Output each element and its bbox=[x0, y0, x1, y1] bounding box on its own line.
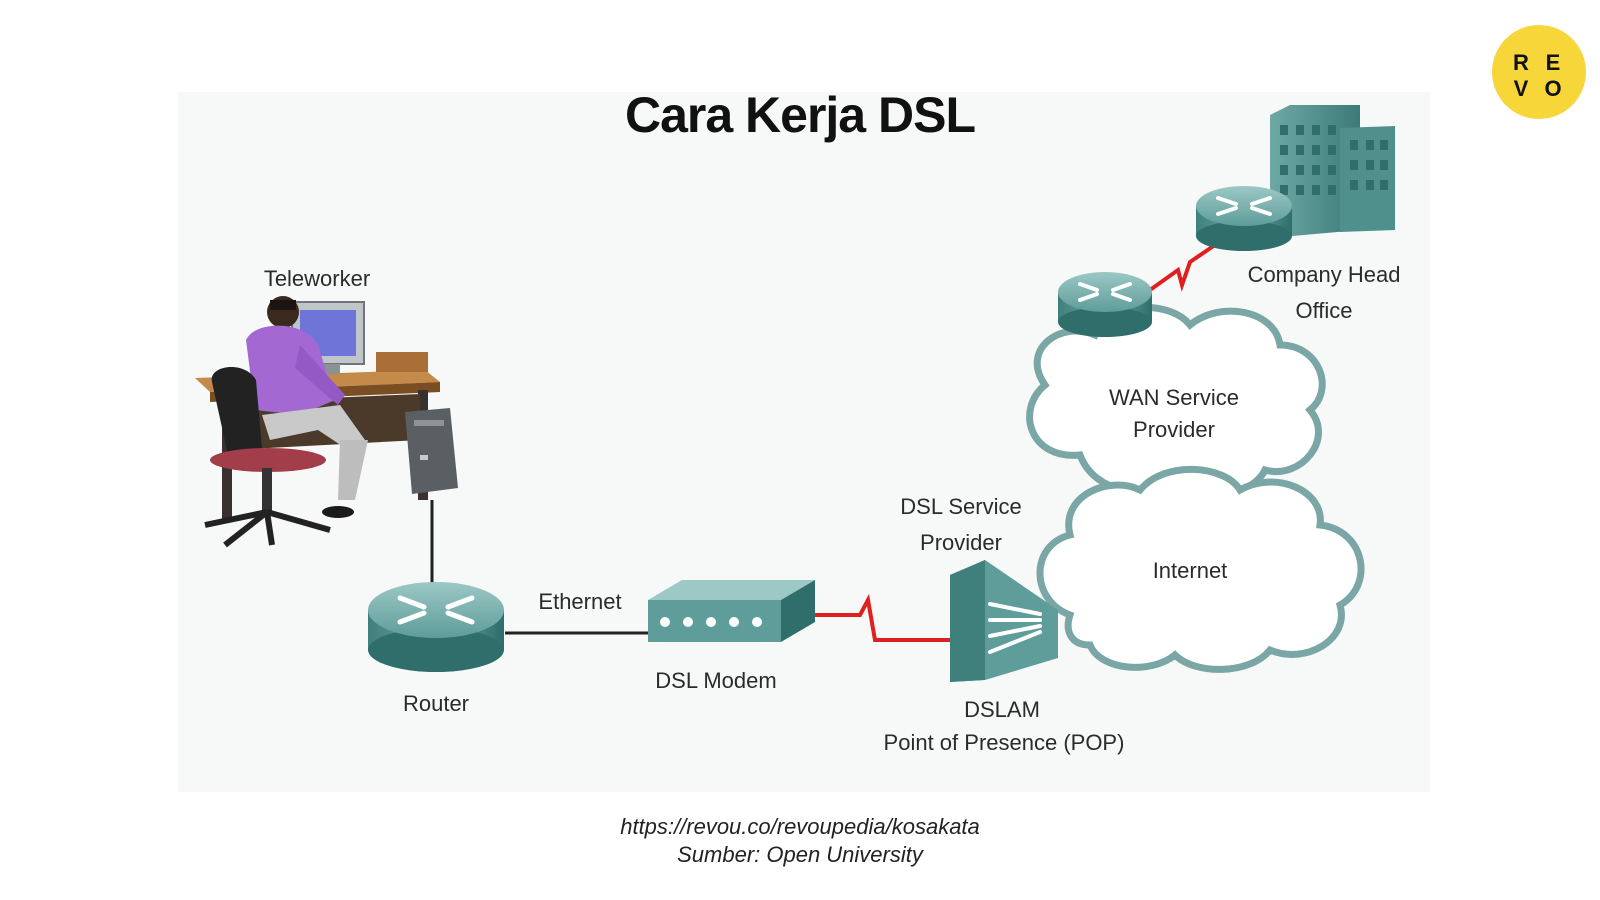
label-wan-line1: WAN Service bbox=[1109, 385, 1239, 410]
logo-letter: R bbox=[1513, 50, 1529, 75]
dslam-device bbox=[950, 560, 1058, 682]
company-building bbox=[1270, 105, 1395, 238]
label-internet: Internet bbox=[1153, 558, 1228, 583]
revou-logo: R E V O bbox=[1492, 25, 1586, 119]
company-router-device bbox=[1196, 186, 1292, 251]
router-device bbox=[368, 582, 504, 672]
wan-router-device bbox=[1058, 272, 1152, 337]
label-pop: Point of Presence (POP) bbox=[884, 730, 1125, 755]
label-dslam: DSLAM bbox=[964, 697, 1040, 722]
logo-letter: O bbox=[1544, 76, 1561, 101]
label-router: Router bbox=[403, 691, 469, 716]
label-dsl-modem: DSL Modem bbox=[655, 668, 776, 693]
wan-serial-link bbox=[1148, 243, 1217, 292]
slide-title: Cara Kerja DSL bbox=[624, 87, 976, 143]
internet-cloud bbox=[1036, 465, 1365, 673]
label-company-line1: Company Head bbox=[1248, 262, 1401, 287]
dsl-modem-device bbox=[648, 580, 815, 642]
footer-source: Sumber: Open University bbox=[677, 842, 923, 867]
dsl-line-link bbox=[815, 593, 952, 642]
label-wan-line2: Provider bbox=[1133, 417, 1215, 442]
footer-url: https://revou.co/revoupedia/kosakata bbox=[620, 814, 980, 839]
teleworker-illustration bbox=[195, 296, 458, 548]
label-dsl-service-provider-line1: DSL Service bbox=[900, 494, 1021, 519]
logo-letter: E bbox=[1546, 50, 1561, 75]
label-teleworker: Teleworker bbox=[264, 266, 370, 291]
logo-letter: V bbox=[1514, 76, 1529, 101]
label-company-line2: Office bbox=[1295, 298, 1352, 323]
label-ethernet: Ethernet bbox=[538, 589, 621, 614]
label-dsl-service-provider-line2: Provider bbox=[920, 530, 1002, 555]
